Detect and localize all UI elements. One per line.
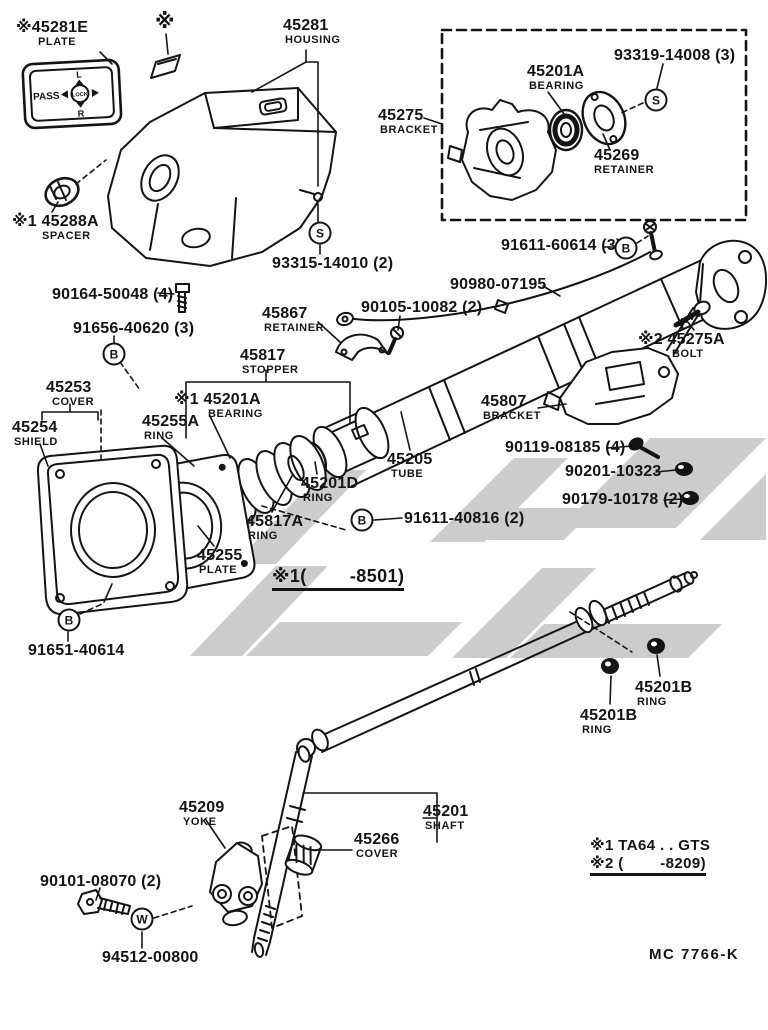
spacer-part [150,54,181,79]
bolt-91611-60614-part [643,220,663,261]
yoke-45209-part [209,825,303,929]
harness-90980-part [336,251,651,327]
shaft-45201-part [296,571,698,758]
cover-45266-part [284,834,323,876]
lock-plate-45281e: PASS LOCK L R [21,58,123,130]
shield-45254-part [36,444,189,616]
bolt-90101-part [77,889,131,915]
plate-text-lock: LOCK [72,92,88,99]
bracket-45807-part [543,347,679,425]
leader-lines [39,33,695,949]
stopper-45817-part [312,406,390,479]
housing-45281-part [107,87,337,267]
bolt-45275a-part [673,300,711,328]
inset-box [440,28,748,222]
bolt-90164-part [175,283,190,313]
drawing-code: MC 7766-K [649,946,740,963]
plate-text-up: L [76,69,83,79]
plate-text-pass: PASS [33,91,60,103]
plate-text-down: R [77,108,85,118]
rings-45201b [601,638,665,674]
leader-lines-dashed [75,102,649,919]
screw-90105-part [387,326,404,355]
spacer-45288a-part [44,176,80,208]
mount-flange [666,239,768,355]
retainer-45867-part [335,333,389,361]
small-fasteners-right [628,437,699,505]
